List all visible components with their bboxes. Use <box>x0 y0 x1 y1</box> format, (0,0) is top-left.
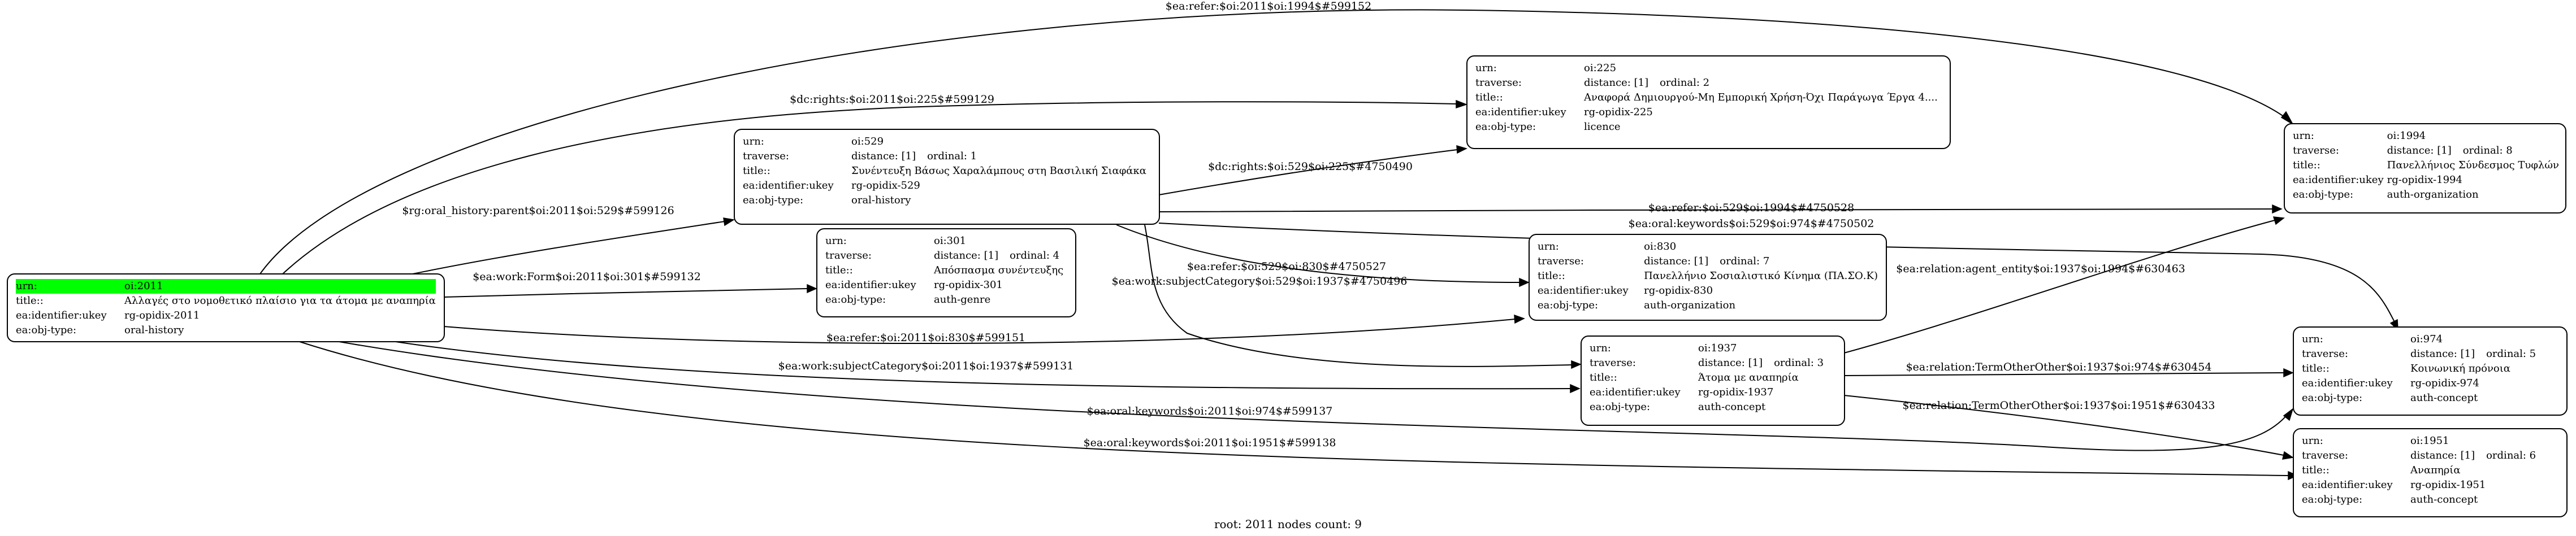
node-identifier: rg-opidix-301 <box>934 279 1003 291</box>
edge-1937-1994: $ea:relation:agent_entity$oi:1937$oi:199… <box>1843 216 2285 354</box>
edge-label: $ea:work:subjectCategory$oi:529$oi:1937$… <box>1112 275 1408 287</box>
edge-label: $ea:oral:keywords$oi:2011$oi:1951$#59913… <box>1084 437 1336 449</box>
node-225[interactable]: urn:oi:225 traverse:distance: [1]ordinal… <box>1466 55 1951 149</box>
edge-label: $ea:refer:$oi:529$oi:830$#4750527 <box>1187 260 1386 273</box>
edge-1937-1951: $ea:relation:TermOtherOther$oi:1937$oi:1… <box>1843 395 2294 460</box>
edge-label: $ea:refer:$oi:529$oi:1994$#4750528 <box>1648 202 1854 214</box>
node-urn: oi:301 <box>934 235 967 247</box>
edge-label: $ea:relation:TermOtherOther$oi:1937$oi:9… <box>1906 361 2212 373</box>
edge-label: $dc:rights:$oi:2011$oi:225$#599129 <box>790 93 994 106</box>
edge-label: $ea:work:subjectCategory$oi:2011$oi:1937… <box>778 360 1074 372</box>
node-urn: oi:2011 <box>124 279 436 294</box>
node-urn: oi:974 <box>2410 333 2443 345</box>
node-ordinal: ordinal: 2 <box>1660 77 1710 89</box>
node-objtype: oral-history <box>851 194 911 206</box>
node-identifier: rg-opidix-2011 <box>124 310 200 321</box>
node-title: Απόσπασμα συνέντευξης <box>934 264 1064 276</box>
node-objtype: auth-concept <box>2410 392 2478 404</box>
edge-1937-974: $ea:relation:TermOtherOther$oi:1937$oi:9… <box>1843 361 2294 378</box>
node-ordinal: ordinal: 5 <box>2486 348 2536 360</box>
node-301[interactable]: urn:oi:301 traverse:distance: [1]ordinal… <box>816 228 1076 317</box>
node-identifier: rg-opidix-830 <box>1644 285 1713 297</box>
node-1994[interactable]: urn:oi:1994 traverse:distance: [1]ordina… <box>2284 123 2566 213</box>
node-ordinal: ordinal: 3 <box>1774 357 1824 369</box>
node-distance: distance: [1] <box>2387 145 2452 156</box>
node-distance: distance: [1] <box>2410 348 2475 360</box>
node-529[interactable]: urn:oi:529 traverse:distance: [1]ordinal… <box>734 129 1160 225</box>
edge-label: $ea:refer:$oi:2011$oi:830$#599151 <box>826 332 1025 344</box>
node-objtype: licence <box>1584 121 1621 133</box>
node-objtype: auth-organization <box>1644 299 1736 311</box>
node-urn: oi:830 <box>1644 241 1677 252</box>
node-identifier: rg-opidix-225 <box>1584 106 1653 118</box>
edge-2011-974: $ea:oral:keywords$oi:2011$oi:974$#599137 <box>339 341 2294 451</box>
node-ordinal: ordinal: 4 <box>1010 250 1060 262</box>
graph-footer: root: 2011 nodes count: 9 <box>1214 517 1362 531</box>
node-distance: distance: [1] <box>934 250 999 262</box>
node-title: Συνέντευξη Βάσως Χαραλάμπους στη Βασιλικ… <box>851 165 1146 177</box>
node-ordinal: ordinal: 6 <box>2486 450 2536 461</box>
node-identifier: rg-opidix-529 <box>851 180 920 191</box>
edge-label: $ea:relation:agent_entity$oi:1937$oi:199… <box>1896 263 2185 275</box>
edge-2011-1937: $ea:work:subjectCategory$oi:2011$oi:1937… <box>395 341 1581 394</box>
node-urn: oi:1951 <box>2410 435 2449 447</box>
edge-2011-225: $dc:rights:$oi:2011$oi:225$#599129 <box>282 93 1468 274</box>
node-974[interactable]: urn:oi:974 traverse:distance: [1]ordinal… <box>2293 326 2568 416</box>
edge-label: $rg:oral_history:parent$oi:2011$oi:529$#… <box>402 204 674 217</box>
edge-label: $ea:work:Form$oi:2011$oi:301$#599132 <box>473 271 701 283</box>
edge-label: $ea:refer:$oi:2011$oi:1994$#599152 <box>1166 0 1371 12</box>
edge-529-1994: $ea:refer:$oi:529$oi:1994$#4750528 <box>1158 202 2283 214</box>
node-objtype: auth-concept <box>1698 401 1766 413</box>
node-title: Αναπηρία <box>2410 464 2461 476</box>
node-urn: oi:1994 <box>2387 130 2426 142</box>
node-title: Άτομα με αναπηρία <box>1698 372 1799 384</box>
node-identifier: rg-opidix-1951 <box>2410 479 2486 491</box>
edge-529-1937: $ea:work:subjectCategory$oi:529$oi:1937$… <box>1112 224 1582 369</box>
edge-529-830: $ea:refer:$oi:529$oi:830$#4750527 <box>1116 224 1530 287</box>
node-ordinal: ordinal: 1 <box>927 150 977 162</box>
node-ordinal: ordinal: 8 <box>2462 145 2513 156</box>
node-urn: oi:529 <box>851 136 884 147</box>
edge-2011-1994: $ea:refer:$oi:2011$oi:1994$#599152 <box>259 0 2294 274</box>
node-distance: distance: [1] <box>851 150 916 162</box>
node-title: Πανελλήνιο Σοσιαλιστικό Κίνημα (ΠΑ.ΣΟ.Κ) <box>1644 270 1878 282</box>
node-objtype: auth-genre <box>934 294 991 306</box>
node-title: Πανελλήνιος Σύνδεσμος Τυφλών <box>2387 159 2559 171</box>
node-identifier: rg-opidix-1937 <box>1698 386 1774 398</box>
node-title: Κοινωνική πρόνοια <box>2410 363 2510 374</box>
edge-label: $dc:rights:$oi:529$oi:225$#4750490 <box>1208 160 1413 173</box>
node-1937[interactable]: urn:oi:1937 traverse:distance: [1]ordina… <box>1581 335 1845 426</box>
node-830[interactable]: urn:oi:830 traverse:distance: [1]ordinal… <box>1529 234 1887 321</box>
edge-label: $ea:relation:TermOtherOther$oi:1937$oi:1… <box>1903 399 2215 412</box>
edge-2011-301: $ea:work:Form$oi:2011$oi:301$#599132 <box>443 271 817 298</box>
node-1951[interactable]: urn:oi:1951 traverse:distance: [1]ordina… <box>2293 428 2568 517</box>
node-distance: distance: [1] <box>1644 255 1709 267</box>
node-identifier: rg-opidix-1994 <box>2387 174 2462 186</box>
node-distance: distance: [1] <box>1584 77 1649 89</box>
node-title: Αλλαγές στο νομοθετικό πλαίσιο για τα άτ… <box>124 295 436 307</box>
node-ordinal: ordinal: 7 <box>1720 255 1770 267</box>
edge-529-974: $ea:oral:keywords$oi:529$oi:974$#4750502 <box>1158 217 2399 331</box>
edge-label: $ea:oral:keywords$oi:2011$oi:974$#599137 <box>1087 405 1333 417</box>
edge-2011-529: $rg:oral_history:parent$oi:2011$oi:529$#… <box>402 204 735 274</box>
edge-2011-830: $ea:refer:$oi:2011$oi:830$#599151 <box>443 314 1525 345</box>
node-urn: oi:225 <box>1584 62 1617 74</box>
node-objtype: oral-history <box>124 324 184 336</box>
node-urn: oi:1937 <box>1698 342 1737 354</box>
node-objtype: auth-concept <box>2410 494 2478 506</box>
edge-529-225: $dc:rights:$oi:529$oi:225$#4750490 <box>1158 145 1468 195</box>
node-title: Αναφορά Δημιουργού-Μη Εμπορική Χρήση-Όχι… <box>1584 91 1938 103</box>
node-distance: distance: [1] <box>1698 357 1763 369</box>
node-identifier: rg-opidix-974 <box>2410 377 2479 389</box>
node-objtype: auth-organization <box>2387 189 2479 201</box>
node-2011[interactable]: urn:oi:2011 title::Αλλαγές στο νομοθετικ… <box>7 273 445 342</box>
edge-label: $ea:oral:keywords$oi:529$oi:974$#4750502 <box>1629 217 1874 230</box>
node-distance: distance: [1] <box>2410 450 2475 461</box>
edge-2011-1951: $ea:oral:keywords$oi:2011$oi:1951$#59913… <box>299 341 2298 481</box>
